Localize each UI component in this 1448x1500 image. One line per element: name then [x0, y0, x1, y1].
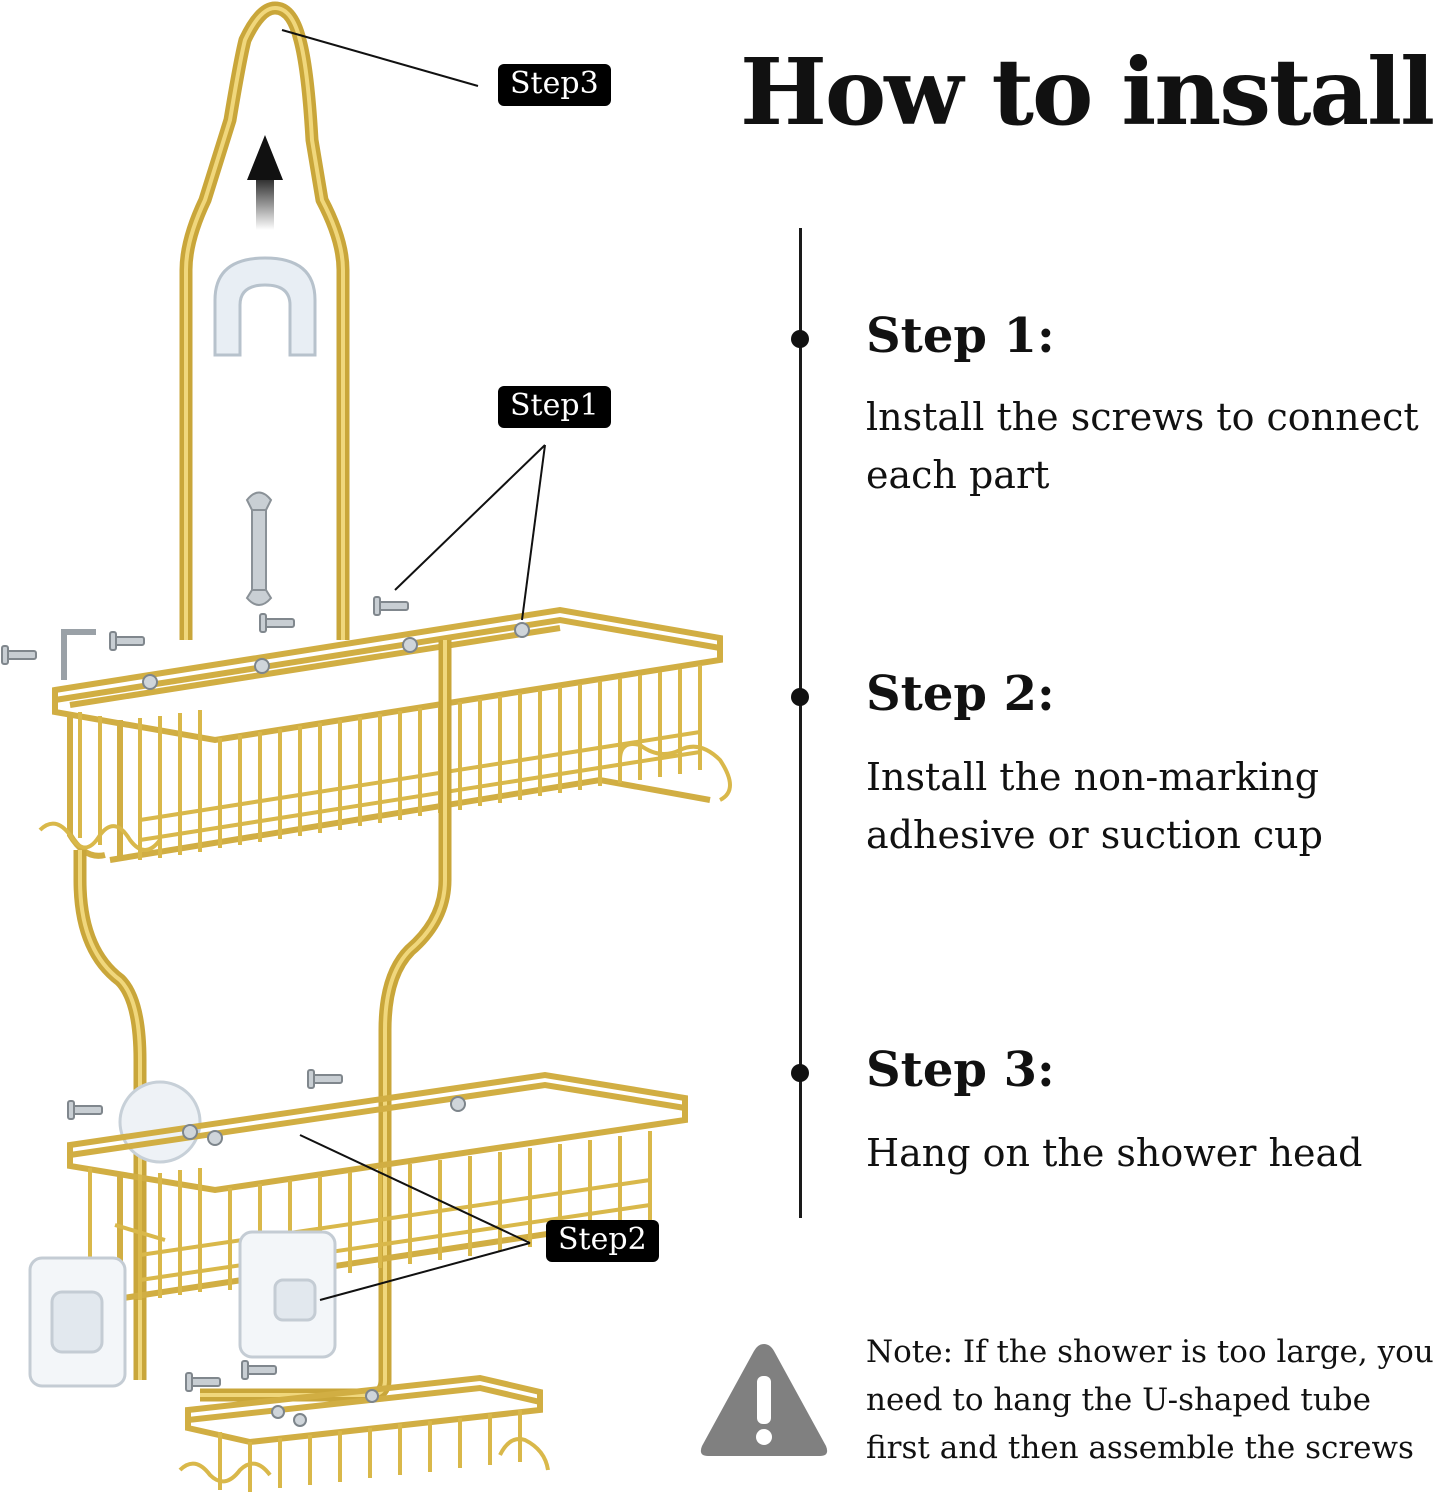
shower-caddy-illustration — [1, 1, 732, 1492]
wrench-icon — [245, 491, 273, 606]
warning-icon — [700, 1344, 828, 1456]
up-arrow-icon — [247, 135, 283, 230]
u-tube-part — [213, 256, 317, 357]
step1-text: lnstall the screws to connect each part — [866, 395, 1419, 497]
step1-heading: Step 1: — [866, 308, 1055, 364]
bottom-basket — [185, 1374, 543, 1446]
callout-leader-lines — [281, 29, 546, 1301]
timeline-dot-step2 — [791, 688, 809, 706]
timeline-line — [799, 228, 802, 1218]
step2-heading: Step 2: — [866, 666, 1055, 722]
step2-text: Install the non-marking adhesive or suct… — [866, 755, 1323, 857]
suction-cup — [118, 1080, 202, 1164]
page-title: How to install — [740, 38, 1435, 146]
adhesive-hook-left — [28, 1256, 127, 1388]
note-text: Note: If the shower is too large, you ne… — [866, 1334, 1434, 1466]
step3-heading: Step 3: — [866, 1042, 1055, 1098]
step3-text: Hang on the shower head — [866, 1131, 1363, 1175]
allen-key-icon — [61, 629, 96, 680]
callout-step3: Step3 — [498, 64, 611, 106]
callout-step1: Step1 — [498, 386, 611, 428]
callout-step2: Step2 — [546, 1220, 659, 1262]
screw-icon — [1, 596, 409, 1392]
timeline-dot-step3 — [791, 1064, 809, 1082]
timeline-dot-step1 — [791, 330, 809, 348]
adhesive-hook-right — [238, 1230, 337, 1359]
